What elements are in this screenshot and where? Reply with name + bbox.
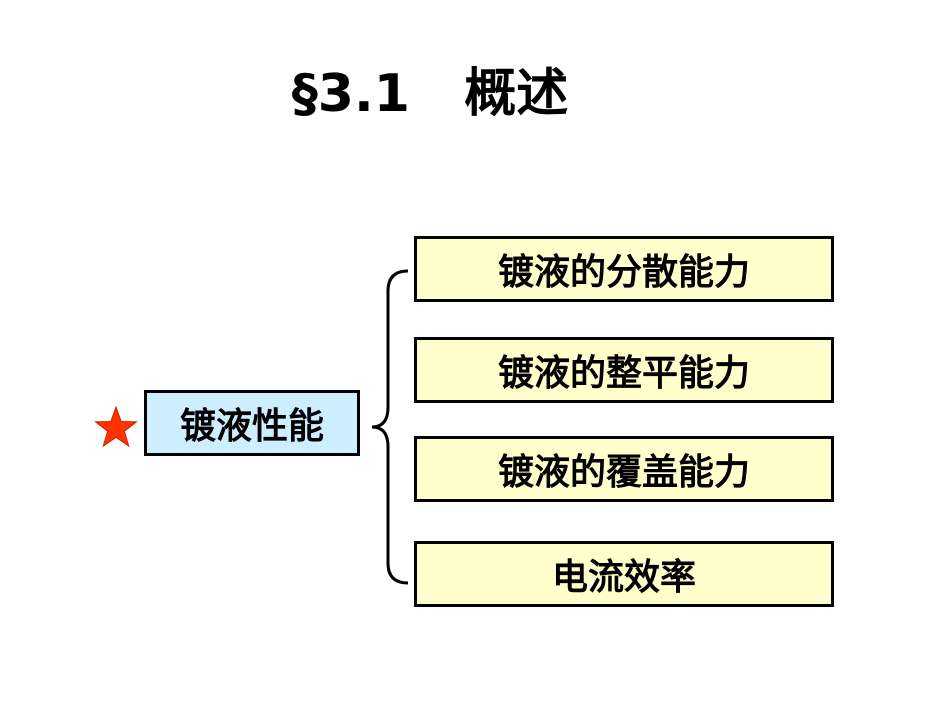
list-item-label: 镀液的分散能力 <box>497 252 750 293</box>
list-item-leveling: 镀液的整平能力 <box>414 337 834 403</box>
root-concept-label: 镀液性能 <box>179 406 324 447</box>
list-item-dispersion: 镀液的分散能力 <box>414 236 834 302</box>
list-item-label: 电流效率 <box>551 557 696 598</box>
list-item-label: 镀液的整平能力 <box>497 353 750 394</box>
list-item-label: 镀液的覆盖能力 <box>497 452 750 493</box>
left-brace <box>371 269 409 585</box>
slide-title: §3.1 概述 <box>291 64 569 124</box>
list-item-current-efficiency: 电流效率 <box>414 541 834 607</box>
root-concept-box: 镀液性能 <box>144 390 360 456</box>
star-icon <box>94 405 138 448</box>
list-item-covering: 镀液的覆盖能力 <box>414 436 834 502</box>
